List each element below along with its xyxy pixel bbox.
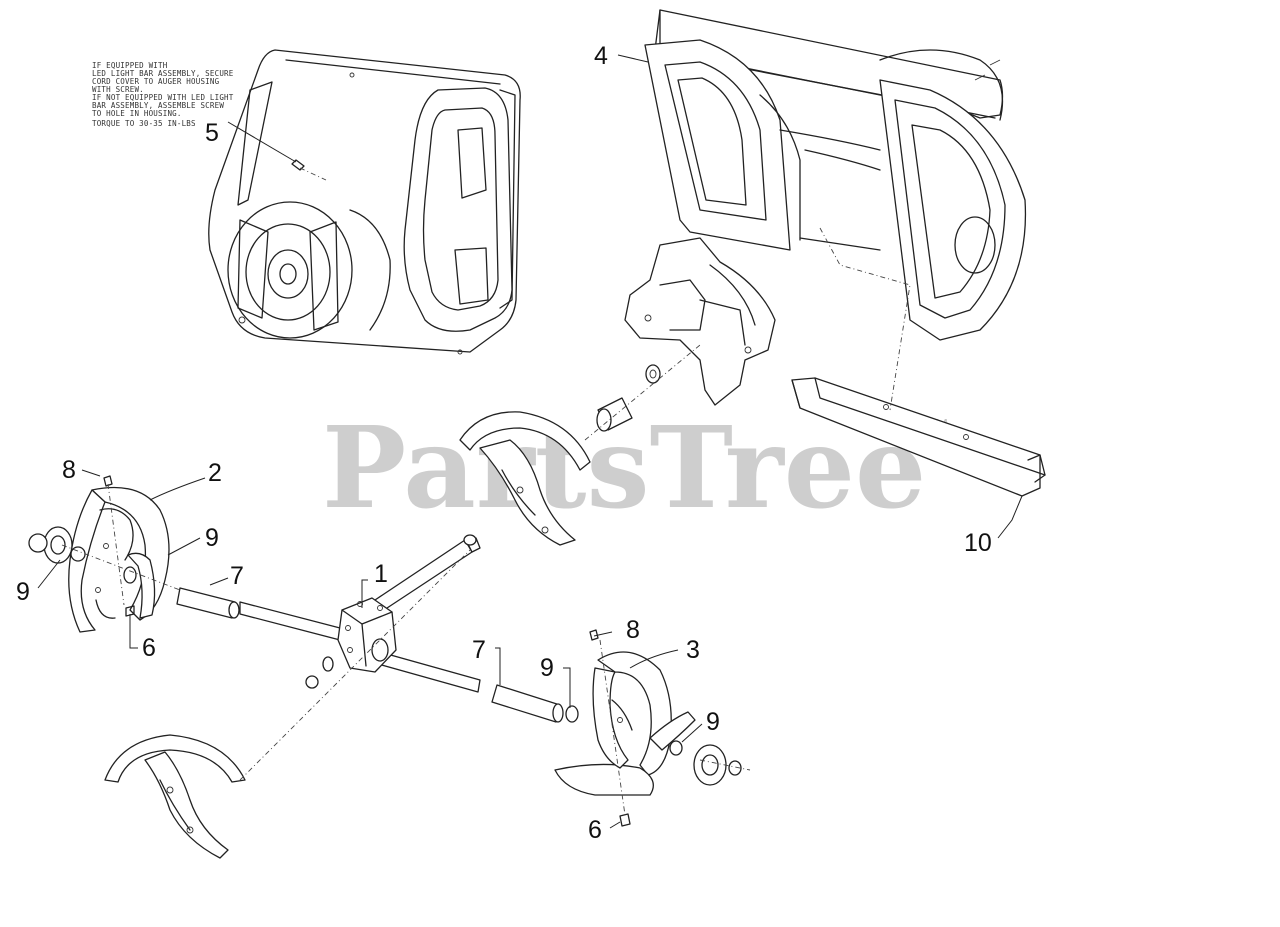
callout-10: 10 <box>964 529 992 557</box>
bearing-left <box>28 526 137 584</box>
note-line: WITH SCREW. <box>92 85 144 94</box>
gearbox <box>337 597 397 673</box>
callout-9b: 9 <box>205 524 219 552</box>
auger-housing-front <box>644 9 1027 341</box>
note-line: BAR ASSEMBLY, ASSEMBLE SCREW <box>92 101 224 110</box>
auger-shaft <box>176 534 564 723</box>
auger-blade-top <box>459 411 591 546</box>
auger-housing-rear <box>208 49 521 355</box>
torque-note: TORQUE TO 30-35 IN-LBS <box>92 119 196 128</box>
gearbox-mount-bracket <box>624 237 776 406</box>
callout-1: 1 <box>374 560 388 588</box>
callouts: 1 2 3 4 5 6 6 7 7 8 8 9 9 9 9 10 <box>16 42 992 844</box>
note-line: LED LIGHT BAR ASSEMBLY, SECURE <box>92 69 234 78</box>
callout-2: 2 <box>208 459 222 487</box>
assembly-center-lines <box>61 227 911 816</box>
note-line: IF NOT EQUIPPED WITH LED LIGHT <box>92 93 234 102</box>
auger-blade-right <box>554 651 696 796</box>
callout-9d: 9 <box>706 708 720 736</box>
assembly-note: IF EQUIPPED WITH LED LIGHT BAR ASSEMBLY,… <box>92 61 234 128</box>
bearing-right <box>565 705 742 786</box>
callout-5: 5 <box>205 119 219 147</box>
auger-blade-left <box>68 486 170 633</box>
callout-8a: 8 <box>62 456 76 484</box>
callout-9c: 9 <box>540 654 554 682</box>
watermark-text: PartsTree <box>322 403 926 534</box>
callout-7b: 7 <box>472 636 486 664</box>
callout-8b: 8 <box>626 616 640 644</box>
callout-4: 4 <box>594 42 608 70</box>
note-line: CORD COVER TO AUGER HOUSING <box>92 77 220 86</box>
callout-6b: 6 <box>588 816 602 844</box>
callout-6a: 6 <box>142 634 156 662</box>
note-line: IF EQUIPPED WITH <box>92 61 168 70</box>
note-line: TO HOLE IN HOUSING. <box>92 109 182 118</box>
auger-blade-bottom <box>104 734 246 859</box>
callout-7a: 7 <box>230 562 244 590</box>
shave-plate <box>791 377 1046 497</box>
callout-9a: 9 <box>16 578 30 606</box>
callout-leaders <box>37 54 1023 829</box>
callout-3: 3 <box>686 636 700 664</box>
